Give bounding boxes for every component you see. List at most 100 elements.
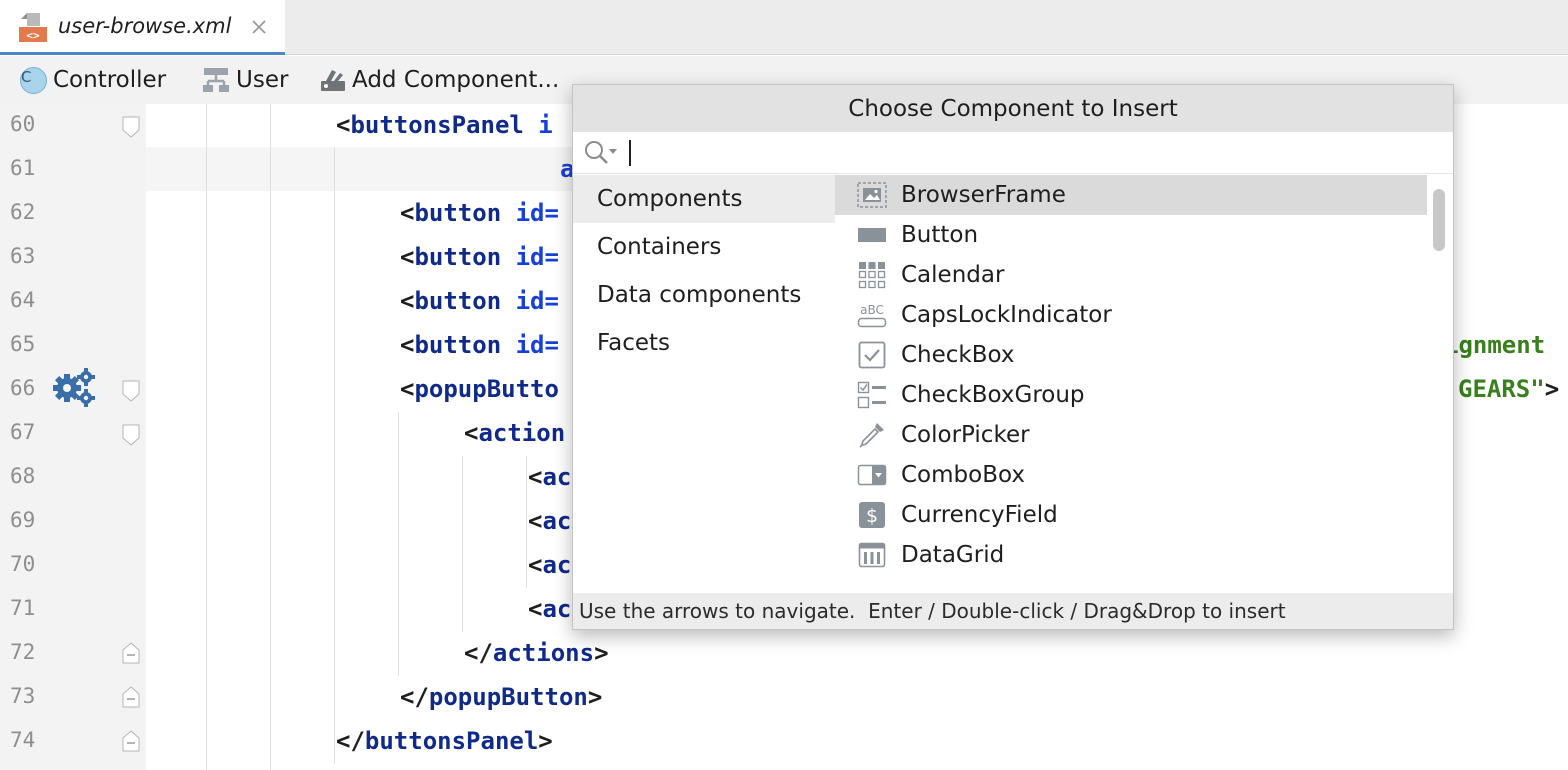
currency-icon: $ xyxy=(859,502,885,528)
scrollbar-thumb[interactable] xyxy=(1433,189,1445,251)
caps-lock-icon: aBC xyxy=(857,303,887,328)
component-list-scrollbar[interactable] xyxy=(1431,185,1447,585)
code-text-fragment: ignment xyxy=(1444,331,1546,359)
component-item[interactable]: aBC CapsLockIndicator xyxy=(835,295,1427,335)
fold-end-marker-icon[interactable] xyxy=(122,642,140,664)
combobox-icon xyxy=(857,464,887,486)
fold-marker-icon[interactable] xyxy=(122,424,140,446)
component-item[interactable]: Calendar xyxy=(835,255,1427,295)
code-text: <ac xyxy=(528,507,572,535)
choose-component-popup[interactable]: Choose Component to Insert Components Co… xyxy=(572,84,1454,630)
add-component-button[interactable]: Add Component... xyxy=(320,56,559,104)
indent-guide xyxy=(526,456,527,588)
code-text: <popupButto xyxy=(400,375,559,403)
code-text: </popupButton> xyxy=(400,683,603,711)
line-number: 66 xyxy=(10,376,36,400)
component-label: BrowserFrame xyxy=(901,182,1066,208)
fold-end-marker-icon[interactable] xyxy=(122,686,140,708)
component-label: Calendar xyxy=(901,262,1005,288)
code-line: 68 <ac xyxy=(0,456,1568,500)
code-text: a xyxy=(560,155,575,183)
close-icon[interactable] xyxy=(248,16,270,38)
line-number: 70 xyxy=(10,552,36,576)
user-label: User xyxy=(236,67,289,93)
line-number: 73 xyxy=(10,684,36,708)
svg-text:aBC: aBC xyxy=(860,303,884,317)
line-number: 74 xyxy=(10,728,36,752)
code-line: 65 <button id= ignment xyxy=(0,324,1568,368)
code-line: 63 <button id= xyxy=(0,236,1568,280)
code-text: <buttonsPanel i xyxy=(336,111,553,139)
component-search-row xyxy=(573,132,1453,174)
code-line: 73 </popupButton> xyxy=(0,676,1568,720)
controller-class-icon: C xyxy=(20,66,47,94)
code-text: <ac xyxy=(528,463,572,491)
code-line: 66 <popupButto GEARS"> xyxy=(0,368,1568,412)
component-label: CapsLockIndicator xyxy=(901,302,1112,328)
component-label: DataGrid xyxy=(901,542,1005,568)
indent-guide xyxy=(398,412,399,676)
component-label: ComboBox xyxy=(901,462,1025,488)
datagrid-icon xyxy=(858,542,886,568)
add-component-label: Add Component... xyxy=(352,67,560,93)
entity-icon xyxy=(203,68,229,92)
code-line: 62 <button id= xyxy=(0,192,1568,236)
component-item[interactable]: BrowserFrame xyxy=(835,175,1427,215)
fold-marker-icon[interactable] xyxy=(122,116,140,138)
category-facets[interactable]: Facets xyxy=(597,330,671,356)
color-picker-icon xyxy=(859,423,884,448)
code-text: <ac xyxy=(528,595,572,623)
indent-guide xyxy=(206,104,207,770)
line-number: 71 xyxy=(10,596,36,620)
svg-text:<>: <> xyxy=(26,29,40,42)
popup-hint-text: Use the arrows to navigate. Enter / Doub… xyxy=(573,593,1453,629)
component-list: BrowserFrame Button Calendar aBC xyxy=(835,175,1429,593)
code-line: 64 <button id= xyxy=(0,280,1568,324)
category-list: Components Containers Data components Fa… xyxy=(573,175,835,593)
component-item[interactable]: CheckBoxGroup xyxy=(835,375,1427,415)
button-icon xyxy=(858,228,886,242)
component-item[interactable]: CheckBox xyxy=(835,335,1427,375)
code-text: </buttonsPanel> xyxy=(336,727,553,755)
component-label: CheckBox xyxy=(901,342,1015,368)
code-text: <ac xyxy=(528,551,572,579)
user-entity-link[interactable]: User xyxy=(202,56,288,104)
search-icon[interactable] xyxy=(583,139,619,167)
checkbox-group-icon xyxy=(857,381,886,409)
line-number: 72 xyxy=(10,640,36,664)
line-number: 63 xyxy=(10,244,36,268)
component-item[interactable]: ColorPicker xyxy=(835,415,1427,455)
code-text: <button id= xyxy=(400,331,559,359)
category-data-components[interactable]: Data components xyxy=(597,282,802,308)
fold-end-marker-icon[interactable] xyxy=(122,730,140,752)
editor-gutter xyxy=(0,104,146,770)
code-text: <button id= xyxy=(400,287,559,315)
code-line: 69 <ac xyxy=(0,500,1568,544)
component-label: ColorPicker xyxy=(901,422,1030,448)
category-containers[interactable]: Containers xyxy=(597,234,722,260)
component-label: Button xyxy=(901,222,979,248)
controller-link[interactable]: C Controller xyxy=(20,56,166,104)
code-line: 71 <ac xyxy=(0,588,1568,632)
line-number: 62 xyxy=(10,200,36,224)
code-line: 60 <buttonsPanel i xyxy=(0,104,1568,148)
tab-user-browse-xml[interactable]: <> user-browse.xml xyxy=(0,0,285,55)
popup-title: Choose Component to Insert xyxy=(573,85,1453,132)
component-item[interactable]: $ CurrencyField xyxy=(835,495,1427,535)
current-line-highlight xyxy=(146,147,576,191)
tab-filename: user-browse.xml xyxy=(58,14,232,38)
component-item[interactable]: DataGrid xyxy=(835,535,1427,575)
line-number: 64 xyxy=(10,288,36,312)
indent-guide xyxy=(270,104,271,770)
component-item[interactable]: Button xyxy=(835,215,1427,255)
category-components[interactable]: Components xyxy=(573,175,835,223)
component-search-input[interactable] xyxy=(625,136,1435,170)
fold-marker-icon[interactable] xyxy=(122,380,140,402)
checkbox-icon xyxy=(858,341,886,369)
svg-text:$: $ xyxy=(866,505,878,527)
code-line: 72 </actions> xyxy=(0,632,1568,676)
code-line: 70 <ac xyxy=(0,544,1568,588)
line-number: 67 xyxy=(10,420,36,444)
gears-icon[interactable] xyxy=(52,367,96,407)
component-item[interactable]: ComboBox xyxy=(835,455,1427,495)
